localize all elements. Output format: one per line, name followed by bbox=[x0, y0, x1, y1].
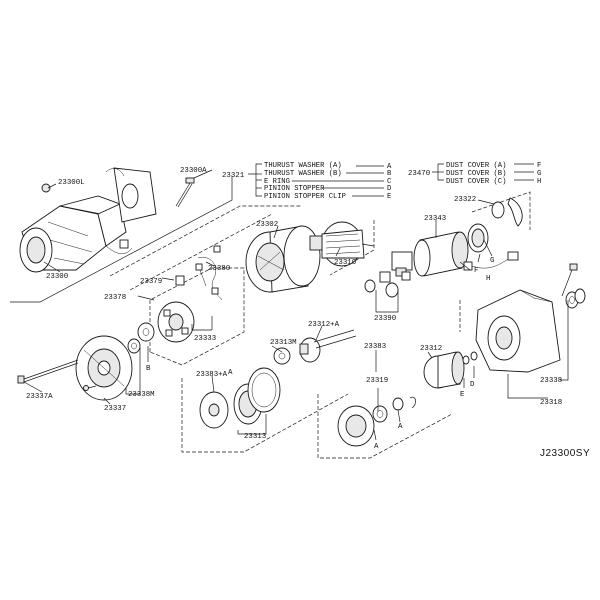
callout-f: F bbox=[474, 267, 478, 275]
label-23380: 23380 bbox=[208, 265, 230, 273]
planet-gear-23313m bbox=[273, 347, 291, 365]
legend-right-item: DUST COVER (A) bbox=[446, 162, 506, 170]
brush-parts bbox=[175, 245, 223, 301]
label-23337a: 23337A bbox=[26, 393, 53, 401]
label-23300l: 23300L bbox=[58, 179, 85, 187]
brush-holder-23333 bbox=[157, 301, 195, 343]
legend-right-item: DUST COVER (C) bbox=[446, 178, 506, 186]
label-23318: 23318 bbox=[540, 399, 562, 407]
bushing-23338 bbox=[565, 288, 586, 309]
label-23343: 23343 bbox=[424, 215, 446, 223]
callout-a-washer: A bbox=[398, 423, 403, 431]
legend-right-key: F bbox=[537, 162, 541, 170]
label-23300: 23300 bbox=[46, 273, 68, 281]
legend-right-key: G bbox=[537, 170, 541, 178]
legend-left-key: D bbox=[387, 185, 391, 193]
callout-g: G bbox=[490, 257, 494, 265]
leader-lines bbox=[23, 169, 569, 441]
label-23378: 23378 bbox=[104, 294, 126, 302]
legend-left-key: A bbox=[387, 163, 392, 171]
label-23319: 23319 bbox=[366, 377, 388, 385]
callout-d: D bbox=[470, 381, 475, 389]
washer-b bbox=[137, 322, 155, 342]
label-23322: 23322 bbox=[454, 196, 476, 204]
screw-rear bbox=[83, 385, 97, 391]
label-23313m: 23313M bbox=[270, 339, 297, 347]
gear-23313 bbox=[199, 367, 281, 429]
yoke-23302 bbox=[245, 225, 321, 293]
label-23338: 23338 bbox=[540, 377, 562, 385]
clutch-23383 bbox=[337, 396, 416, 447]
legend-right-item: DUST COVER (B) bbox=[446, 170, 506, 178]
callout-b: B bbox=[146, 365, 151, 373]
legend-left-item: THURUST WASHER (B) bbox=[264, 170, 342, 178]
legend-left-item: E RING bbox=[264, 178, 290, 186]
label-23312a: 23312+A bbox=[308, 321, 340, 329]
armature-23310 bbox=[309, 221, 375, 267]
pinion-23312 bbox=[423, 351, 478, 389]
label-23337: 23337 bbox=[104, 405, 126, 413]
label-23470: 23470 bbox=[408, 170, 430, 178]
legend-left-key: E bbox=[387, 193, 391, 201]
bushing-23338m bbox=[127, 338, 141, 354]
callout-a-plus: A bbox=[228, 369, 233, 377]
callout-e: E bbox=[460, 391, 465, 399]
letter-callouts: B A A A D E F G H bbox=[146, 257, 494, 451]
shaft-23312a bbox=[299, 329, 357, 363]
dust-covers bbox=[467, 197, 523, 253]
label-23321: 23321 bbox=[222, 172, 245, 180]
legend-lines bbox=[248, 163, 534, 197]
label-23338m: 23338M bbox=[128, 391, 155, 399]
label-23300a: 23300A bbox=[180, 167, 207, 175]
through-bolt-23337a bbox=[17, 359, 79, 384]
diagram-code: J23300SY bbox=[540, 448, 590, 459]
legend-left-key: B bbox=[387, 170, 392, 178]
bolt-front bbox=[561, 263, 578, 297]
label-23333: 23333 bbox=[194, 335, 216, 343]
legend-right-key: H bbox=[537, 178, 541, 186]
legend-left-item: THURUST WASHER (A) bbox=[264, 162, 342, 170]
legend-left-key: C bbox=[387, 178, 392, 186]
bolt-23300a bbox=[175, 177, 195, 208]
legend-left: THURUST WASHER (A) THURUST WASHER (B) E … bbox=[264, 162, 392, 201]
front-housing-23318 bbox=[475, 289, 561, 373]
label-23310: 23310 bbox=[334, 259, 356, 267]
starter-assembly bbox=[19, 167, 157, 273]
label-23313: 23313 bbox=[244, 433, 266, 441]
part-labels: 23300L 23300A 23300 23321 23470 23302 23… bbox=[26, 167, 562, 441]
rear-cover-23337 bbox=[75, 335, 133, 401]
label-23383: 23383 bbox=[364, 343, 386, 351]
solenoid-23343 bbox=[391, 231, 519, 277]
legend-right: DUST COVER (A) DUST COVER (B) DUST COVER… bbox=[446, 162, 541, 186]
legend-left-item: PINION STOPPER CLIP bbox=[264, 193, 346, 201]
label-23383a: 23383+A bbox=[196, 371, 228, 379]
label-23312: 23312 bbox=[420, 345, 442, 353]
label-23390: 23390 bbox=[374, 315, 396, 323]
plunger-23390 bbox=[364, 271, 411, 298]
label-23302: 23302 bbox=[256, 221, 278, 229]
section-frames bbox=[10, 176, 531, 459]
label-23379: 23379 bbox=[140, 278, 162, 286]
callout-h: H bbox=[486, 275, 490, 283]
callout-a-clutch: A bbox=[374, 443, 379, 451]
legend-left-item: PINION STOPPER bbox=[264, 185, 325, 193]
